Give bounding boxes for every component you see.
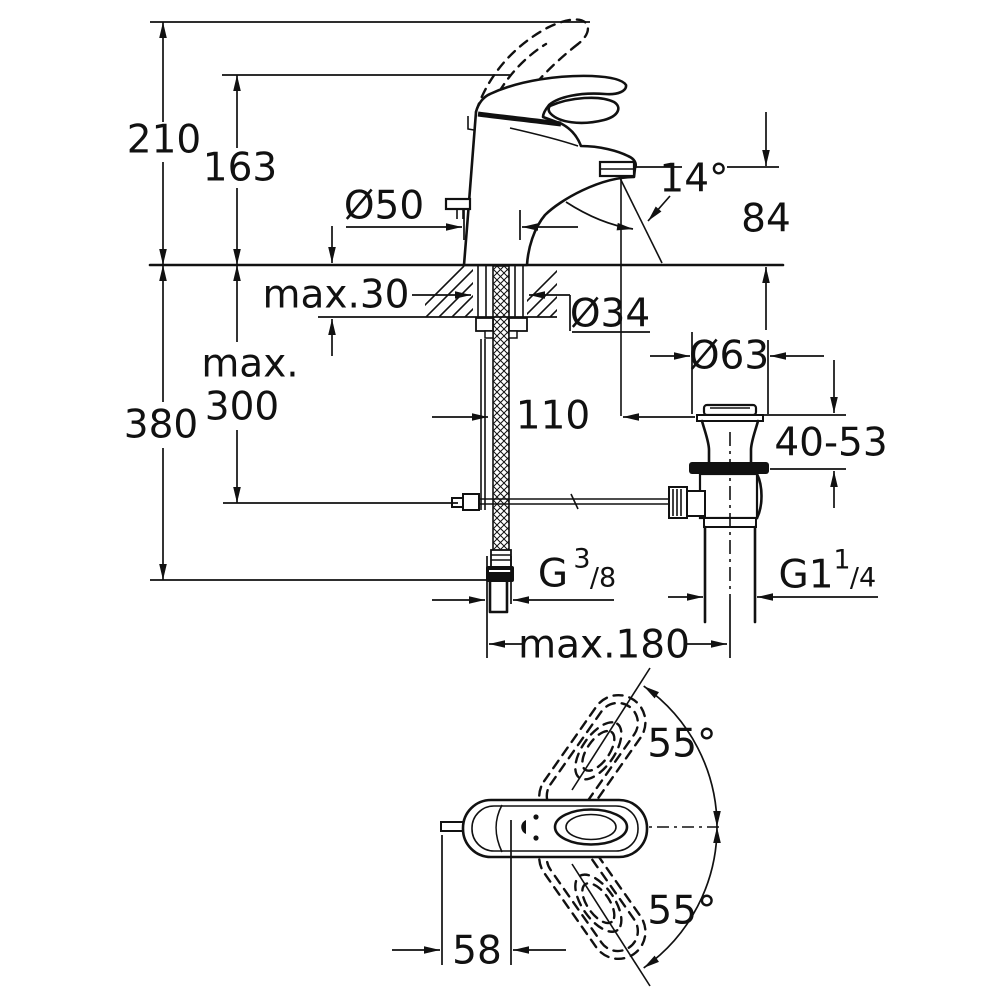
handle-loop-hole xyxy=(547,96,620,125)
dim-swing-lower: 55° xyxy=(647,889,716,934)
spout-mousseur xyxy=(598,160,636,178)
dim-hose-to-waste-max: max.180 xyxy=(518,623,690,668)
dim-height-closed: 163 xyxy=(203,146,277,191)
swing-construction xyxy=(571,667,721,987)
faucet-body xyxy=(444,74,638,267)
dim-below-deck-depth: 380 xyxy=(124,403,198,448)
pop-up-lift-knob[interactable] xyxy=(444,197,472,219)
angle-leader xyxy=(647,195,671,222)
dimension-lines xyxy=(159,22,878,648)
dim-supply-thread: G xyxy=(538,552,568,597)
dim-waste-deck-range: 40-53 xyxy=(774,421,887,466)
dim-height-raised: 210 xyxy=(127,118,201,163)
pop-up-rod-horizontal xyxy=(462,493,670,510)
stream-line xyxy=(618,175,663,264)
faucet-body-plan xyxy=(440,798,649,859)
plan-dimension-lines xyxy=(392,820,566,965)
pop-up-rod-vertical xyxy=(480,339,486,510)
waste-tailpipe xyxy=(703,525,757,624)
flex-supply-hose-braided xyxy=(492,265,510,553)
faucet-outline xyxy=(462,74,638,267)
handle-grip-inner xyxy=(565,813,617,841)
swing-arc-lower xyxy=(643,826,721,969)
dim-below-max-line2: 300 xyxy=(205,385,279,430)
waste-seal-ring xyxy=(689,462,769,474)
dim-swing-upper: 55° xyxy=(647,722,716,767)
pop-up-waste-valve xyxy=(668,403,769,624)
deck-section xyxy=(148,263,785,318)
hose-end-fitting xyxy=(486,549,514,614)
escutcheon-band xyxy=(477,111,562,127)
dim-supply-thread-sub: /8 xyxy=(590,563,616,594)
dim-waste-thread-sup: 1 xyxy=(833,545,850,576)
angle-arc xyxy=(565,201,634,231)
waste-flange xyxy=(696,414,764,422)
dim-below-max-line1: max. xyxy=(201,342,298,387)
dim-hole-diameter: Ø34 xyxy=(570,292,650,337)
dim-deck-thickness: max.30 xyxy=(263,273,410,318)
dim-outlet-height: 84 xyxy=(741,197,791,242)
rod-knurled-knob[interactable] xyxy=(668,486,706,519)
mounting-washer-right xyxy=(508,317,528,332)
dim-base-diameter: Ø50 xyxy=(344,184,424,229)
dim-stream-angle: 14° xyxy=(659,157,728,202)
dim-spout-reach: 110 xyxy=(516,394,590,439)
dim-waste-thread-sub: /4 xyxy=(850,563,876,594)
side-view: 210 163 380 max. 300 max.30 Ø50 14° 84 Ø… xyxy=(124,18,888,668)
dim-supply-thread-sup: 3 xyxy=(573,544,590,575)
waste-plug-cap xyxy=(702,403,758,417)
stream-angle-construction xyxy=(565,175,671,416)
waste-body xyxy=(698,472,759,520)
dim-waste-thread: G1 xyxy=(778,553,833,598)
swing-arc-upper xyxy=(643,685,721,828)
dim-waste-flange-diameter: Ø63 xyxy=(689,334,769,379)
extension-lines xyxy=(150,21,846,658)
dim-center-offset: 58 xyxy=(452,929,502,974)
mounting-washer-left xyxy=(475,317,494,332)
rod-clamp xyxy=(462,493,480,511)
indicator-mark xyxy=(521,820,526,834)
plan-view: 55° 55° 58 xyxy=(392,667,721,987)
